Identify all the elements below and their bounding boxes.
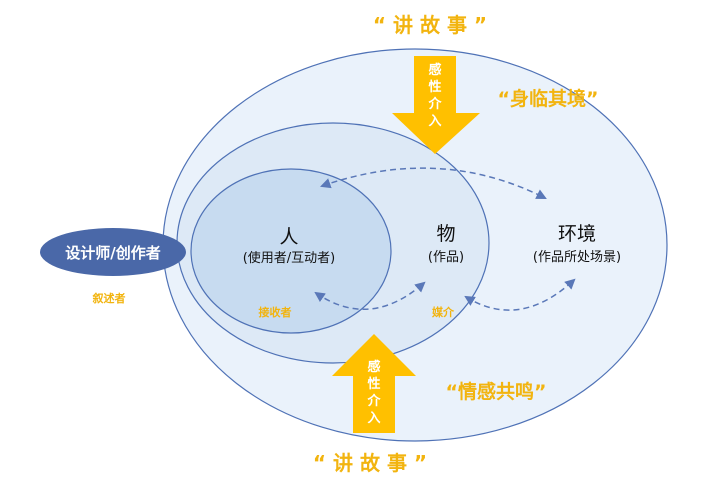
person-title: 人 xyxy=(279,226,298,248)
bottom-arrow-char-3: 介 xyxy=(366,393,381,409)
environment-subtitle: (作品所处场景) xyxy=(533,250,621,265)
bottom-arrow-char-4: 入 xyxy=(367,411,380,426)
designer-label: 设计师/创作者 xyxy=(65,244,160,262)
bottom-effect-label: “情感共鸣” xyxy=(446,380,547,403)
top-arrow-char-3: 介 xyxy=(427,96,442,112)
designer-ellipse xyxy=(40,228,186,276)
designer-role: 叙述者 xyxy=(93,291,126,305)
top-sensory-arrow xyxy=(392,56,480,154)
interaction-arrow-person-environment xyxy=(320,167,547,199)
environment-title: 环境 xyxy=(558,223,596,245)
top-arrow-char-4: 入 xyxy=(428,114,441,129)
object-role: 媒介 xyxy=(431,305,455,319)
object-subtitle: (作品) xyxy=(428,250,464,265)
bottom-arrow-char-1: 感 xyxy=(367,359,380,375)
bottom-sensory-arrow xyxy=(332,334,416,433)
top-effect-label: “身临其境” xyxy=(498,87,599,110)
title-top: “ 讲 故 事 ” xyxy=(373,13,487,37)
interaction-arrow-person-object xyxy=(314,281,426,310)
bottom-arrow-char-2: 性 xyxy=(367,376,380,392)
person-role: 接收者 xyxy=(259,305,292,319)
top-arrow-char-2: 性 xyxy=(428,79,441,95)
top-arrow-char-1: 感 xyxy=(428,62,441,78)
object-title: 物 xyxy=(436,223,455,245)
person-subtitle: (使用者/互动者) xyxy=(243,250,336,266)
interaction-arrow-object-environment xyxy=(464,278,576,311)
title-bottom: “ 讲 故 事 ” xyxy=(313,451,427,475)
